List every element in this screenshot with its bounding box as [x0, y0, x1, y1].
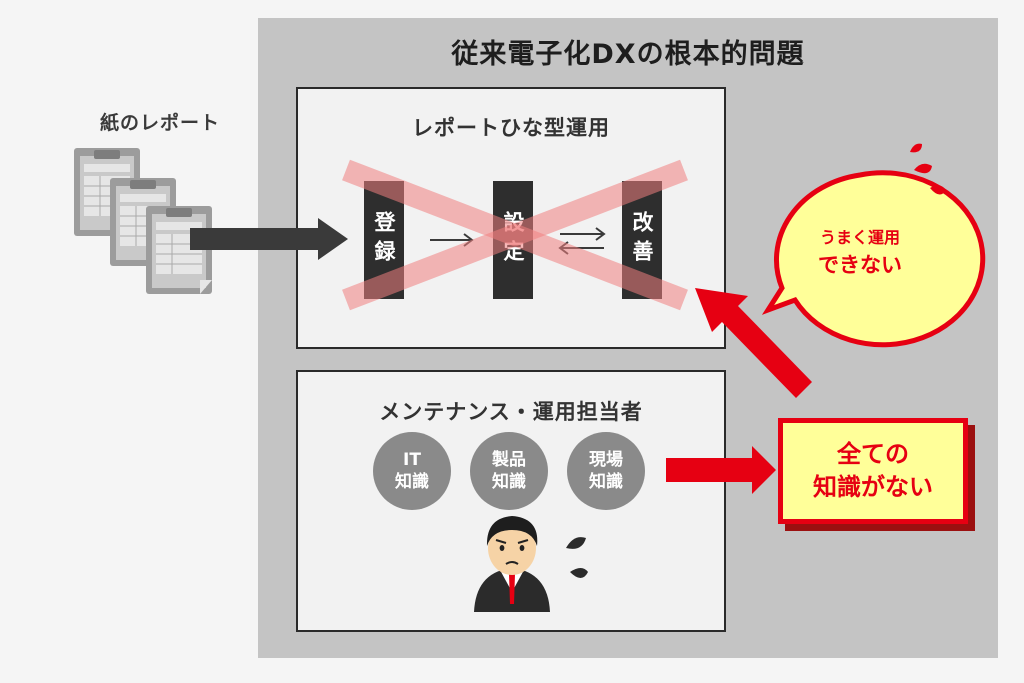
knowledge-field: 現場 知識: [567, 432, 645, 510]
knowledge-field-line1: 現場: [589, 450, 623, 470]
speech-bubble: [761, 170, 986, 348]
knowledge-it-line2: 知識: [395, 472, 429, 492]
knowledge-product-line1: 製品: [492, 450, 526, 470]
paper-report-label: 紙のレポート: [99, 112, 220, 134]
template-box-title: レポートひな型運用: [412, 116, 610, 140]
knowledge-product-line2: 知識: [492, 472, 526, 492]
worry-drops-icon: [566, 537, 588, 578]
bubble-text: うまく運用 できない: [762, 226, 958, 280]
red-arrows: [666, 288, 812, 494]
knowledge-product: 製品 知識: [470, 432, 548, 510]
alert-line2: 知識がない: [813, 473, 933, 501]
knowledge-field-line2: 知識: [589, 472, 623, 492]
bubble-line2: できない: [818, 253, 902, 277]
bubble-line1: うまく運用: [819, 228, 900, 247]
knowledge-it-line1: IT: [403, 450, 421, 470]
page-title: 従来電子化DXの根本的問題: [451, 39, 805, 70]
maintenance-box-title: メンテナンス・運用担当者: [379, 400, 643, 424]
alert-line1: 全ての: [837, 440, 909, 468]
no-knowledge-alert: 全ての 知識がない: [778, 418, 968, 524]
knowledge-it: IT 知識: [373, 432, 451, 510]
sweat-drops-icon: [910, 143, 946, 195]
input-arrow: [190, 218, 348, 260]
person-worried-icon: [474, 516, 550, 612]
